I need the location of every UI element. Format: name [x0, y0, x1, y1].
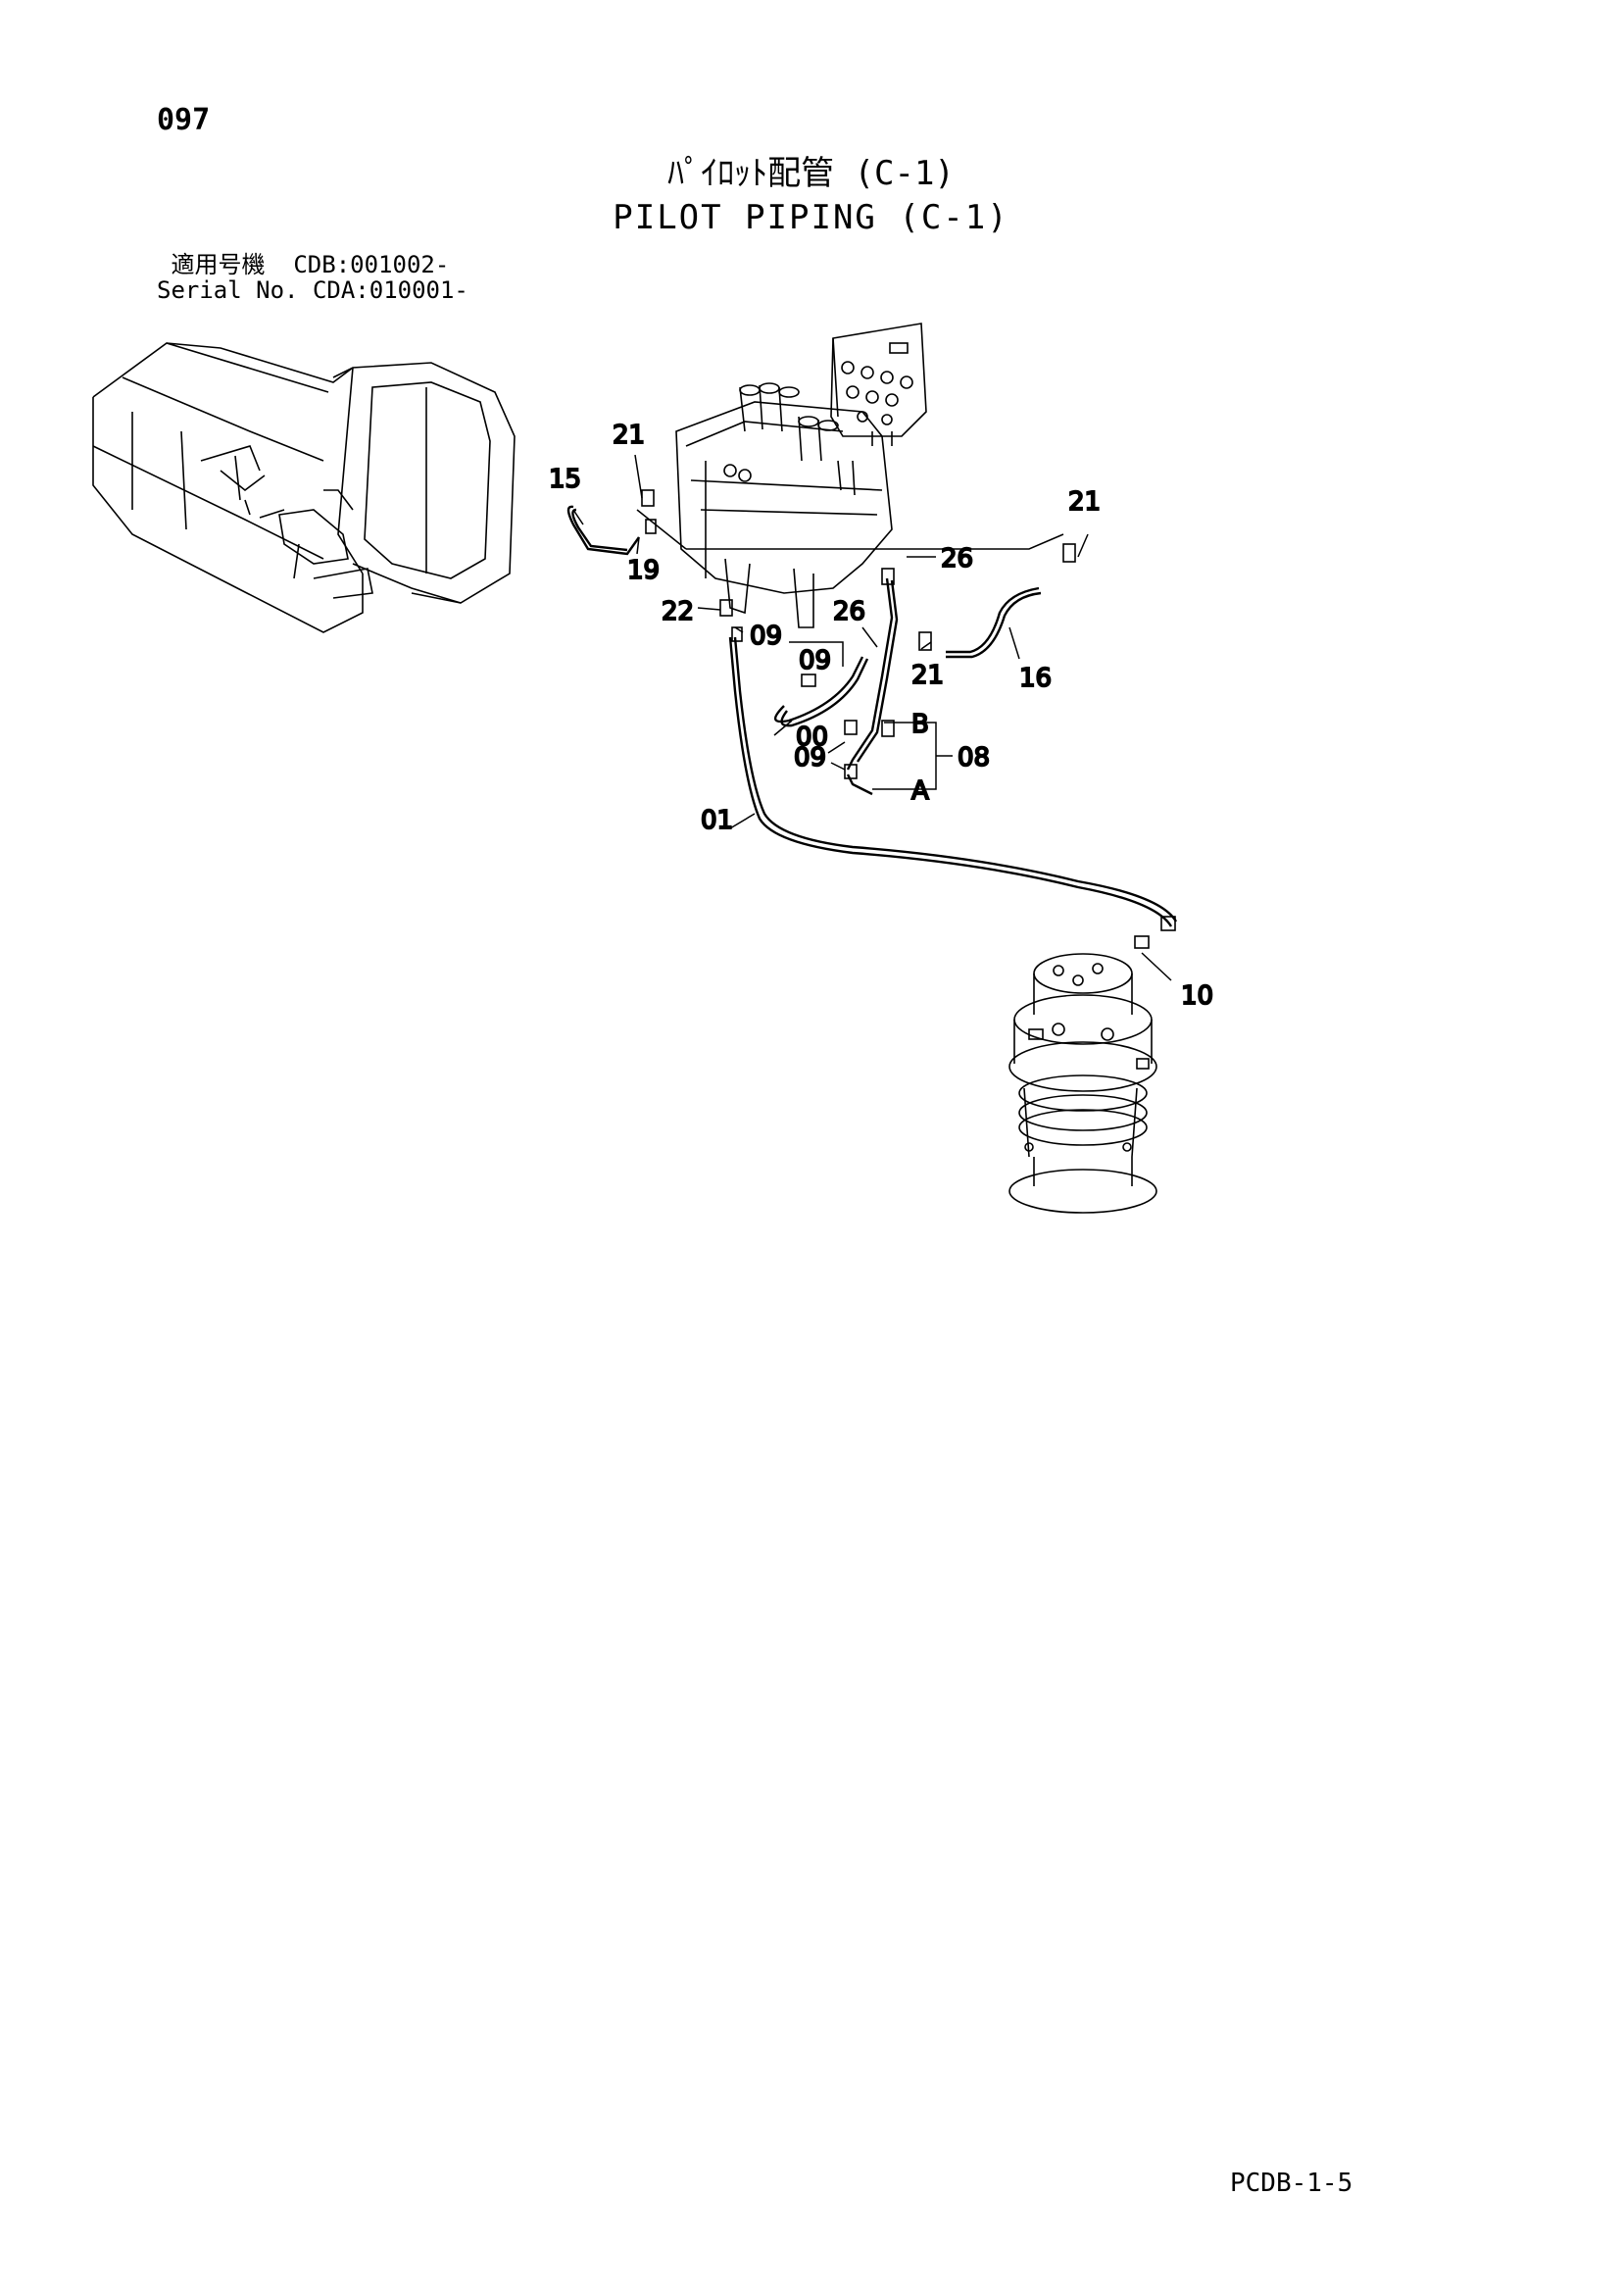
hose-15 [566, 505, 640, 556]
page-title-english: PILOT PIPING (C-1) [613, 198, 1009, 237]
page-footer-code: PCDB-1-5 [1230, 2169, 1353, 2198]
callout-21-upper-left: 21 [613, 421, 645, 450]
serial-line-1: 適用号機 CDB:001002- [157, 251, 450, 278]
hose-00 [774, 656, 864, 724]
callout-16: 16 [1019, 664, 1052, 693]
hose-01 [728, 636, 1173, 927]
callout-26-lower: 26 [833, 597, 865, 626]
callout-19: 19 [627, 556, 660, 585]
callout-09-lower: 09 [794, 743, 826, 773]
callout-08: 08 [958, 743, 990, 773]
callout-15: 15 [549, 465, 581, 494]
callout-26-upper: 26 [941, 544, 973, 574]
callout-22: 22 [662, 597, 694, 626]
callout-B: B [911, 710, 929, 739]
pilot-hoses [566, 505, 1178, 927]
swivel-joint-illustration [1008, 953, 1157, 1214]
callout-21-lower: 21 [911, 661, 944, 690]
callout-09-upper: 09 [750, 622, 782, 651]
hose-08 [846, 577, 894, 771]
callout-09-middle: 09 [799, 646, 831, 675]
control-valve-illustration [675, 382, 893, 628]
pilot-valve-block-illustration [830, 323, 927, 446]
serial-line-2: Serial No. CDA:010001- [157, 276, 468, 304]
callout-01: 01 [701, 806, 733, 835]
excavator-overview-illustration [92, 342, 516, 633]
page-number: 097 [157, 103, 211, 137]
callout-00: 00 [796, 723, 828, 752]
callout-21-upper-right: 21 [1068, 487, 1101, 517]
leader-lines [572, 454, 1172, 981]
fittings [641, 489, 1176, 949]
page-title-japanese: ﾊﾟｲﾛｯﾄ配管 (C-1) [667, 154, 955, 193]
hose-16 [946, 586, 1040, 654]
callout-A: A [911, 776, 929, 806]
callout-10: 10 [1181, 981, 1213, 1011]
